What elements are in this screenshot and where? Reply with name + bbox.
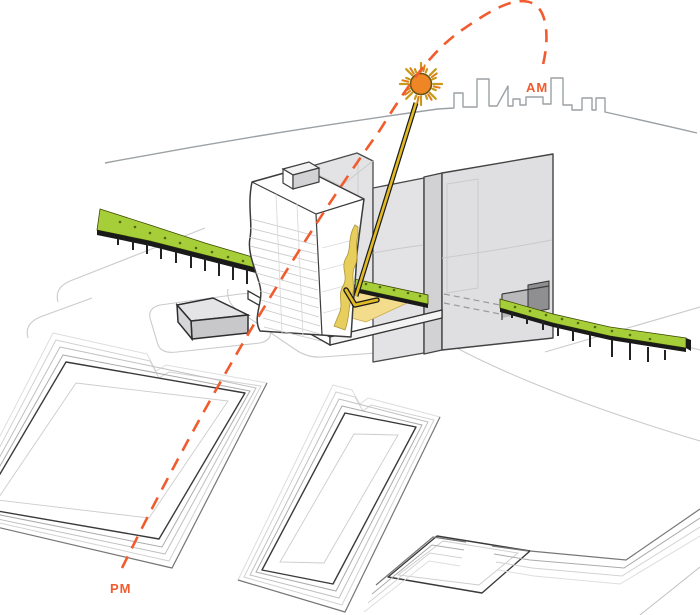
building-middle (372, 177, 425, 363)
beam-arrowhead (344, 288, 379, 307)
sunken-plaza-center (237, 384, 441, 613)
tower-corner-edges (251, 181, 365, 336)
park-columns-right (511, 312, 666, 362)
park-planting-dots-right (513, 305, 652, 341)
tower-rooftop-box (281, 161, 321, 191)
park-edge-band-left (97, 230, 268, 276)
park-columns-left (117, 238, 248, 284)
right-slab-pillar (423, 172, 443, 355)
facade-sunlight-band (333, 224, 359, 331)
elevated-park-left (96, 208, 269, 284)
park-end-cap (686, 338, 691, 351)
street-line-left (26, 297, 93, 339)
sun-rays-alt (401, 64, 441, 104)
tower-silhouette (248, 167, 365, 338)
elevated-park-right (499, 298, 691, 362)
sun-icon (398, 61, 444, 107)
park-edge-band-middle (345, 286, 428, 308)
sunken-plaza-left (0, 332, 268, 569)
sun-core (409, 72, 433, 96)
building-main-tower (248, 167, 365, 342)
tower-mullions (275, 193, 358, 337)
city-skyline-outline (104, 77, 698, 164)
sun-path-dashed-arc (120, 0, 548, 569)
park-plot-line (56, 227, 206, 303)
park-edge-band-right (500, 308, 686, 352)
road-curve-right (450, 344, 700, 442)
pm-label: PM (110, 581, 132, 596)
sun-ray-beam (343, 102, 419, 308)
building-wedge (175, 297, 251, 342)
building-right-slab (423, 153, 554, 355)
am-label: AM (526, 80, 548, 95)
terraced-plaza-right (363, 508, 700, 615)
